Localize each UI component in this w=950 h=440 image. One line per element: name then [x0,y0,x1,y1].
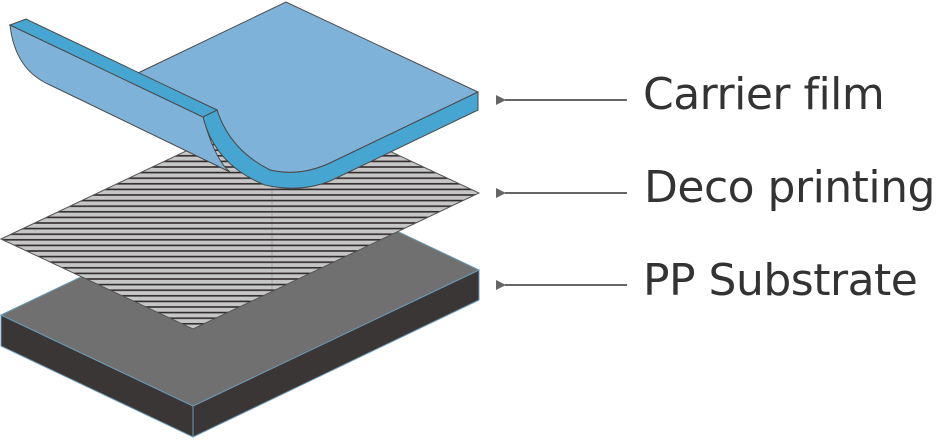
label-pp-substrate: PP Substrate [643,255,918,306]
label-deco-printing: Deco printing [644,162,935,213]
carrier-film-layer [8,1,480,189]
label-carrier-film: Carrier film [643,69,885,120]
carrier-flap-underside [9,24,231,173]
carrier-flap-edge [8,18,219,118]
